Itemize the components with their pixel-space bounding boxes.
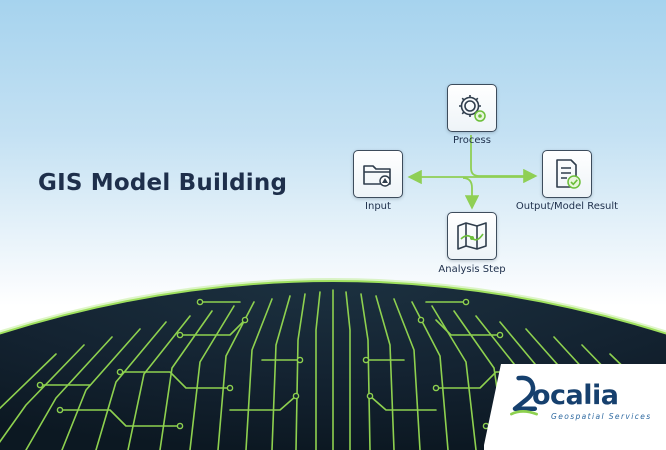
input-node	[353, 150, 403, 198]
logo-tagline: Geospatial Services	[551, 412, 652, 421]
input-label: Input	[365, 201, 391, 212]
logo-backdrop	[484, 364, 666, 450]
process-node	[447, 84, 497, 132]
map-icon	[457, 222, 487, 250]
localia-logo: ocalia Geospatial Services	[484, 364, 666, 450]
analysis-node	[447, 212, 497, 260]
process-label: Process	[453, 135, 491, 146]
page-title: GIS Model Building	[38, 170, 288, 196]
analysis-label: Analysis Step	[438, 264, 506, 275]
gear-icon	[459, 95, 486, 122]
folder-icon	[363, 165, 391, 187]
logo-wordmark: ocalia	[532, 380, 619, 411]
location-pin-icon	[510, 375, 538, 416]
document-check-icon	[556, 159, 581, 189]
output-label: Output/Model Result	[515, 201, 619, 212]
output-node	[542, 150, 592, 198]
